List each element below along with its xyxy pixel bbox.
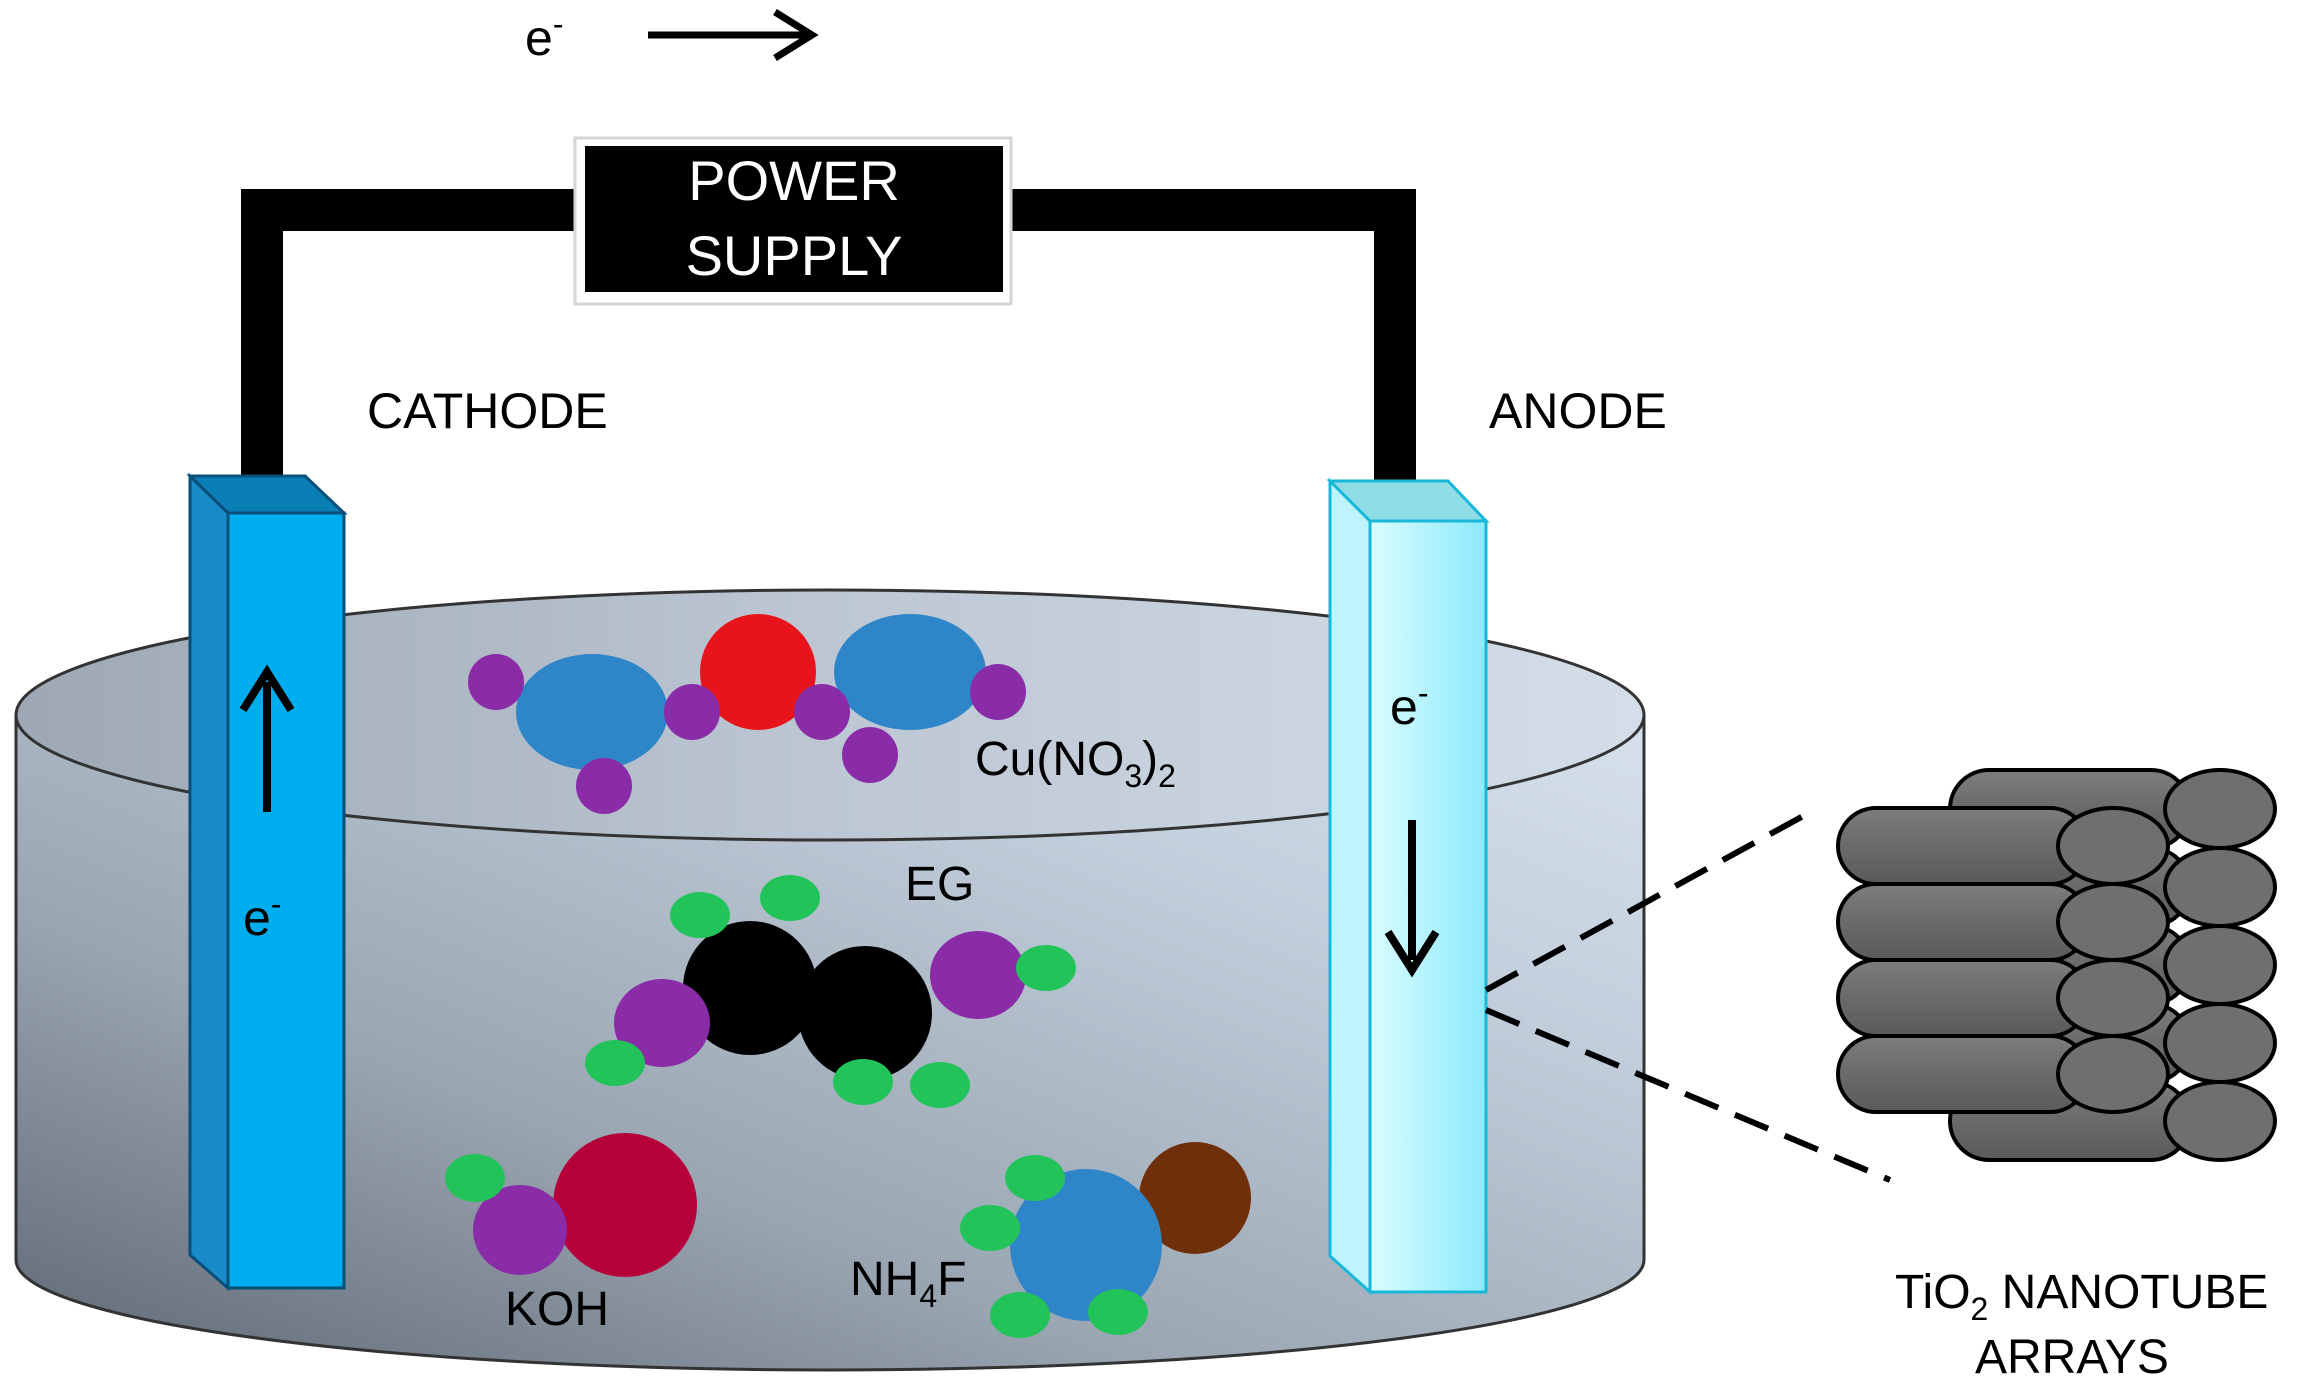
anode-electrode [1326, 477, 1490, 1296]
circuit-wire [241, 189, 1416, 492]
cathode-label: CATHODE [367, 383, 608, 439]
anode-label: ANODE [1489, 383, 1667, 439]
copper-nitrate-label: Cu(NO3)2 [975, 733, 1176, 794]
ethylene-glycol-molecule-icon [585, 875, 1076, 1108]
cathode-up-arrow-icon [239, 664, 295, 812]
ammonium-fluoride-label: NH4F [850, 1253, 966, 1314]
ethylene-glycol-label: EG [905, 858, 974, 911]
ammonium-fluoride-molecule-icon [960, 1142, 1251, 1338]
nanotube-array-icon [1836, 768, 2277, 1162]
potassium-hydroxide-molecule-icon [445, 1133, 697, 1277]
power-supply-box [573, 136, 1013, 306]
potassium-hydroxide-label: KOH [505, 1283, 609, 1336]
anode-electron-label: e- [1390, 675, 1428, 735]
electron-flow-label: e- [525, 6, 563, 66]
anode-down-arrow-icon [1384, 820, 1440, 978]
cathode-electrode [186, 472, 348, 1292]
nanotube-label-line1: TiO2 NANOTUBE [1895, 1266, 2268, 1327]
nanotube-front-row [1836, 806, 2170, 1114]
power-supply-label-line2: SUPPLY [686, 224, 903, 287]
electron-flow-arrow-icon [648, 9, 819, 61]
cathode-electron-label: e- [243, 886, 281, 946]
nanotube-label-line2: ARRAYS [1975, 1331, 2169, 1384]
copper-nitrate-molecule-icon [468, 614, 1026, 814]
zoom-callout-lines [1484, 812, 1892, 1183]
power-supply-label-line1: POWER [688, 149, 900, 212]
